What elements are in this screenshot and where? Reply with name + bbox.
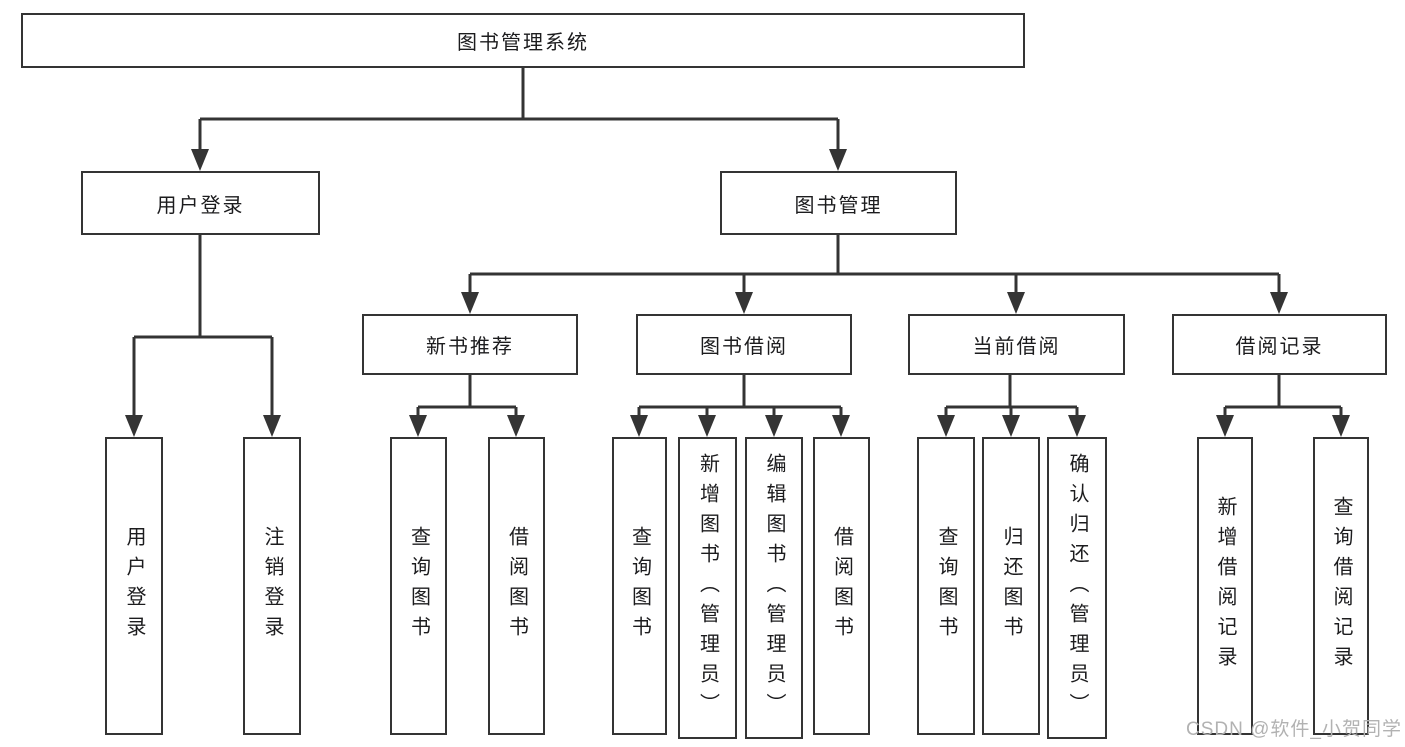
node-label: 借阅图书: [830, 526, 853, 646]
node-label: 查询借阅记录: [1330, 496, 1352, 676]
node-book-management: 图书管理: [720, 171, 957, 235]
node-label: 查询图书: [407, 526, 430, 646]
leaf-logout: 注销登录: [243, 437, 301, 735]
leaf-return-books: 归还图书: [982, 437, 1040, 735]
leaf-query-books: 查询图书: [612, 437, 667, 735]
node-label: 用户登录: [123, 526, 145, 646]
node-label: 图书管理系统: [457, 32, 589, 54]
leaf-query-books: 查询图书: [917, 437, 975, 735]
leaf-edit-book-admin: 编辑图书（管理员）: [745, 437, 803, 739]
node-label: 查询图书: [935, 526, 957, 646]
node-label: 新增图书（管理员）: [696, 453, 719, 723]
node-label: 新增借阅记录: [1214, 496, 1236, 676]
leaf-borrow-books: 借阅图书: [813, 437, 870, 735]
node-label: 查询图书: [628, 526, 651, 646]
node-label: 用户登录: [156, 194, 245, 217]
node-label: 借阅图书: [505, 526, 528, 646]
leaf-add-borrowing-record: 新增借阅记录: [1197, 437, 1253, 735]
leaf-confirm-return-admin: 确认归还（管理员）: [1047, 437, 1107, 739]
node-book-borrowing: 图书借阅: [636, 314, 852, 375]
node-label: 注销登录: [261, 526, 283, 646]
node-user-login: 用户登录: [81, 171, 320, 235]
node-current-borrowing: 当前借阅: [908, 314, 1125, 375]
node-library-management-system: 图书管理系统: [21, 13, 1025, 68]
node-label: 借阅记录: [1235, 336, 1324, 358]
leaf-user-login: 用户登录: [105, 437, 163, 735]
node-label: 归还图书: [1000, 526, 1022, 646]
node-label: 当前借阅: [972, 336, 1061, 358]
node-label: 图书借阅: [700, 336, 788, 358]
leaf-query-books: 查询图书: [390, 437, 447, 735]
watermark: CSDN @软件_小贺同学: [1186, 719, 1402, 740]
leaf-borrow-books: 借阅图书: [488, 437, 545, 735]
node-borrowing-records: 借阅记录: [1172, 314, 1387, 375]
node-new-book-recommendation: 新书推荐: [362, 314, 578, 375]
node-label: 新书推荐: [426, 336, 514, 358]
leaf-add-book-admin: 新增图书（管理员）: [678, 437, 737, 739]
leaf-query-borrowing-record: 查询借阅记录: [1313, 437, 1369, 735]
node-label: 图书管理: [794, 194, 883, 217]
node-label: 编辑图书（管理员）: [763, 453, 785, 723]
node-label: 确认归还（管理员）: [1066, 453, 1088, 723]
